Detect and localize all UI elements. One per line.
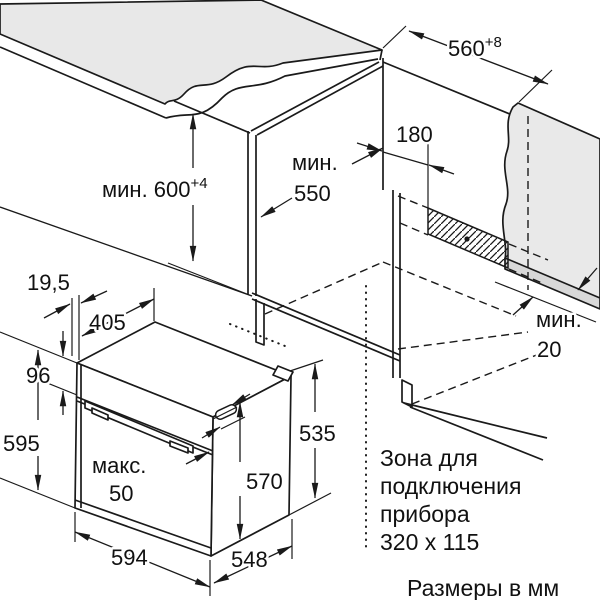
dimension-labels: 560+8 мин. 600+4 мин. 550 180 19,5 405 9… — [1, 32, 585, 575]
label-rear-gap-2: 20 — [537, 337, 561, 362]
label-panel-height: 96 — [26, 363, 50, 388]
niche-cabinet — [0, 58, 548, 461]
label-rear-gap-1: мин. — [536, 307, 582, 332]
connection-zone — [427, 206, 509, 270]
dim-overhang-left — [43, 303, 71, 319]
label-niche-width: 560+8 — [448, 34, 502, 61]
dim-rear-gap-b — [512, 296, 534, 316]
niche-floor-front — [251, 292, 401, 356]
units-note: Размеры в мм — [407, 575, 559, 600]
rear-side-panel — [502, 102, 600, 310]
dim-zone-offset-right — [428, 164, 455, 175]
dimension-lines — [34, 30, 598, 588]
label-niche-height: мин. 600+4 — [102, 175, 208, 202]
floor-extension-upper — [403, 402, 548, 439]
countertop-torn-edge — [165, 58, 379, 119]
oven-rear-tab — [272, 365, 294, 382]
floor-extension-lower — [409, 406, 544, 461]
label-door-height: 570 — [246, 469, 283, 494]
countertop — [0, 0, 383, 119]
cabinet-base-line — [0, 206, 253, 297]
oven — [74, 321, 294, 557]
dim-top-depth — [81, 298, 155, 337]
dim-door-protrusion-b — [201, 426, 221, 439]
dim-depth — [213, 545, 293, 584]
label-top-depth: 405 — [89, 310, 126, 335]
label-total-height: 595 — [3, 431, 40, 456]
dim-zone-offset-left — [356, 142, 383, 152]
label-door-protrusion-2: 50 — [109, 481, 133, 506]
dim-door-protrusion-leader — [185, 451, 210, 465]
reference-dotted-lines — [229, 285, 367, 553]
dim-width — [74, 531, 211, 588]
niche-top-underside — [173, 100, 251, 134]
oven-handle-foot-right — [169, 440, 189, 454]
label-front-overhang: 19,5 — [27, 270, 70, 295]
countertop-corner-edge — [379, 49, 383, 61]
zone-label-line2: подключения — [380, 473, 521, 499]
dim-niche-depth-front — [260, 197, 293, 218]
zone-label-line1: Зона для — [380, 445, 478, 471]
dim-rear-gap-a — [577, 267, 598, 291]
countertop-front-edge — [0, 46, 167, 119]
dim-overhang-right — [80, 290, 108, 304]
label-side-height: 535 — [299, 421, 336, 446]
oven-handle-bar — [84, 400, 194, 454]
niche-ceiling-rear — [382, 61, 518, 118]
oven-handle-foot-left — [91, 407, 109, 421]
zone-label-line3: прибора — [380, 501, 470, 527]
countertop-top-surface — [0, 0, 383, 105]
zone-annotation: Зона для подключения прибора 320 x 115 — [378, 443, 524, 558]
zone-label-line4: 320 x 115 — [380, 529, 479, 555]
base-dotted — [229, 323, 291, 349]
niche-ceiling-inner — [256, 65, 384, 136]
label-width: 594 — [111, 545, 148, 570]
connection-point-dot — [464, 236, 470, 242]
niche-floor-bottom — [251, 298, 401, 362]
hidden-edges-dashed — [264, 116, 563, 405]
label-depth: 548 — [231, 547, 268, 572]
plinth — [255, 299, 265, 346]
niche-ceiling-front — [250, 61, 380, 132]
label-niche-depth-2: 550 — [294, 181, 331, 206]
dim-door-protrusion-a — [231, 393, 251, 406]
label-door-protrusion-1: макс. — [92, 453, 146, 478]
dim-niche-width — [408, 30, 549, 85]
label-niche-depth-1: мин. — [292, 150, 338, 175]
label-zone-offset: 180 — [396, 122, 433, 147]
